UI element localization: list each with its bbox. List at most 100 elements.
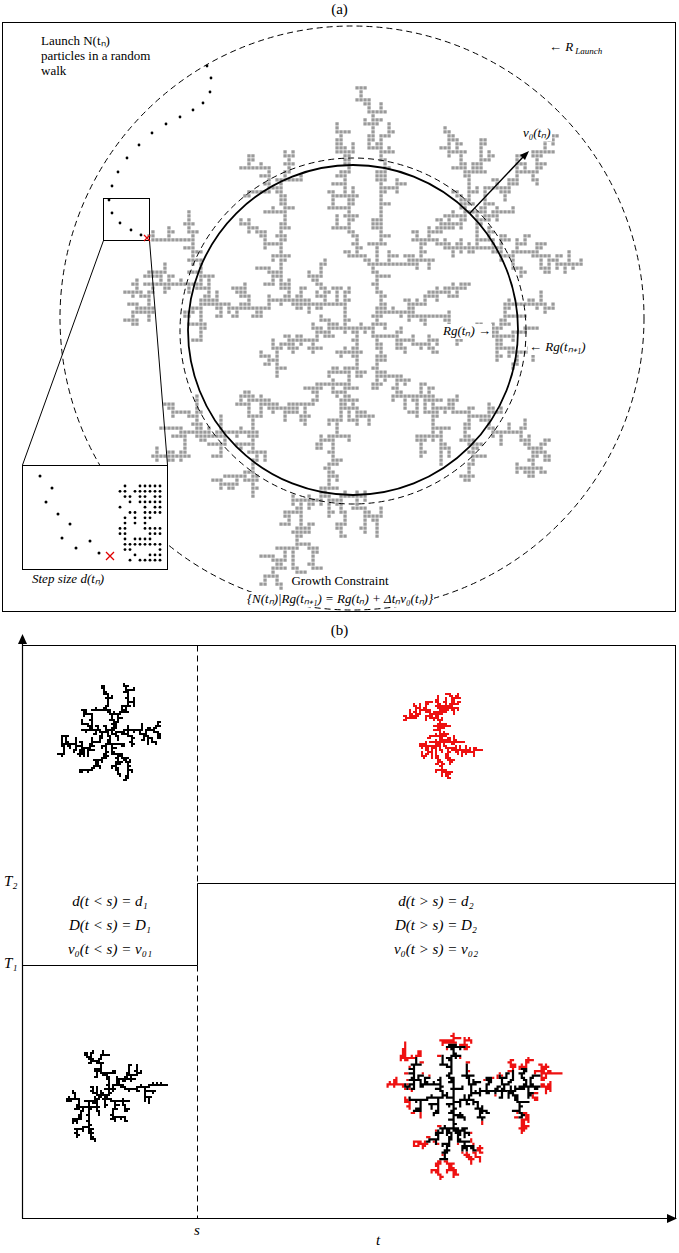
particle-dot — [159, 511, 162, 514]
particle-dot — [154, 495, 157, 498]
parameter: D(t > s) = D₂ — [394, 917, 478, 934]
axis-tick: T₁ — [3, 955, 19, 972]
particle-dot — [144, 506, 147, 509]
dla-cluster — [403, 693, 483, 779]
particle-dot — [111, 185, 114, 188]
parameter: v₀(t < s) = v₀₁ — [67, 941, 153, 958]
particle-dot — [124, 495, 127, 498]
particle-dot — [149, 554, 152, 557]
particle-dot — [119, 527, 122, 530]
particle-dot — [159, 543, 162, 546]
constraint-title: Growth Constraint — [290, 574, 389, 589]
particle-dot — [144, 538, 147, 541]
particle-dot — [206, 65, 209, 68]
particle-dot — [159, 495, 162, 498]
y-axis — [22, 640, 23, 1219]
particle-dot — [144, 522, 147, 525]
particle-dot — [126, 157, 129, 160]
particle-dot — [139, 485, 142, 488]
particle-dot — [139, 559, 142, 562]
particle-dot — [57, 513, 60, 516]
zoom-line — [150, 241, 168, 466]
particle-dot — [61, 537, 64, 540]
particle-dot — [134, 543, 137, 546]
axis-tick: T₂ — [3, 873, 19, 890]
particle-dot — [144, 490, 147, 493]
particle-dot — [139, 495, 142, 498]
dla-cluster — [387, 1033, 563, 1180]
plot-frame — [23, 646, 676, 1219]
particle-dot — [159, 501, 162, 504]
particle-dot — [154, 490, 157, 493]
particle-dot — [75, 547, 78, 550]
inset-ground — [22, 465, 168, 570]
particle-dot — [139, 501, 142, 504]
red-cross — [144, 235, 150, 241]
axis-arrow — [18, 634, 27, 644]
particle-dot — [209, 91, 212, 94]
particle-dot — [111, 212, 114, 215]
zoom-line — [23, 241, 104, 466]
particle-dot — [202, 102, 205, 105]
particle-dot — [129, 559, 132, 562]
x-axis — [23, 1218, 671, 1219]
particle-dot — [149, 490, 152, 493]
particle-dot — [159, 527, 162, 530]
particle-dot — [154, 485, 157, 488]
cluster-particles — [404, 1044, 540, 1161]
particle-dot — [134, 554, 137, 557]
particle-dot — [139, 543, 142, 546]
particle-dot — [159, 506, 162, 509]
particle-dot — [119, 532, 122, 535]
t2-line — [198, 883, 676, 884]
particle-dot — [154, 543, 157, 546]
particle-dot — [130, 229, 133, 232]
particle-dot — [119, 490, 122, 493]
particle-dot — [149, 543, 152, 546]
particle-dot — [129, 511, 132, 514]
particle-dot — [154, 559, 157, 562]
particle-dot — [124, 532, 127, 535]
particle-dot — [149, 485, 152, 488]
particle-dot — [154, 511, 157, 514]
particle-dot — [149, 559, 152, 562]
particle-dot — [144, 559, 147, 562]
particle-dot — [124, 538, 127, 541]
annotation: Launch N(tₙ) particles in a random walk — [40, 34, 154, 79]
particle-dot — [144, 516, 147, 519]
particle-dot — [134, 538, 137, 541]
particle-dot — [108, 199, 111, 202]
cluster-particles — [57, 683, 161, 781]
particle-dot — [159, 490, 162, 493]
particle-dot — [149, 538, 152, 541]
particle-dot — [139, 490, 142, 493]
particle-dot — [134, 516, 137, 519]
radius-label: ← Rg(tₙ₊₁) — [528, 340, 586, 355]
cluster-particles — [403, 693, 483, 779]
particle-dot — [129, 501, 132, 504]
particle-dot — [134, 490, 137, 493]
particle-dot — [159, 485, 162, 488]
particle-dot — [119, 506, 122, 509]
particle-dot — [129, 495, 132, 498]
particle-dot — [124, 543, 127, 546]
particle-dot — [165, 123, 168, 126]
particle-dot — [45, 501, 48, 504]
particle-dot — [149, 511, 152, 514]
cluster-particles — [66, 1050, 168, 1142]
particle-dot — [124, 522, 127, 525]
particle-dot — [138, 144, 141, 147]
next-radius-circle — [180, 158, 526, 504]
particle-dot — [124, 527, 127, 530]
particle-dot — [98, 552, 101, 555]
cluster-particles — [123, 86, 582, 589]
arrow-head — [520, 151, 529, 160]
particle-dot — [210, 77, 213, 80]
particle-dot — [149, 527, 152, 530]
radius-label: Rg(tₙ) → — [442, 324, 492, 339]
particle-dot — [159, 532, 162, 535]
dla-cluster — [57, 683, 161, 781]
axis-tick: s — [193, 1222, 201, 1239]
particle-dot — [51, 487, 54, 490]
zoom-box — [104, 199, 150, 241]
